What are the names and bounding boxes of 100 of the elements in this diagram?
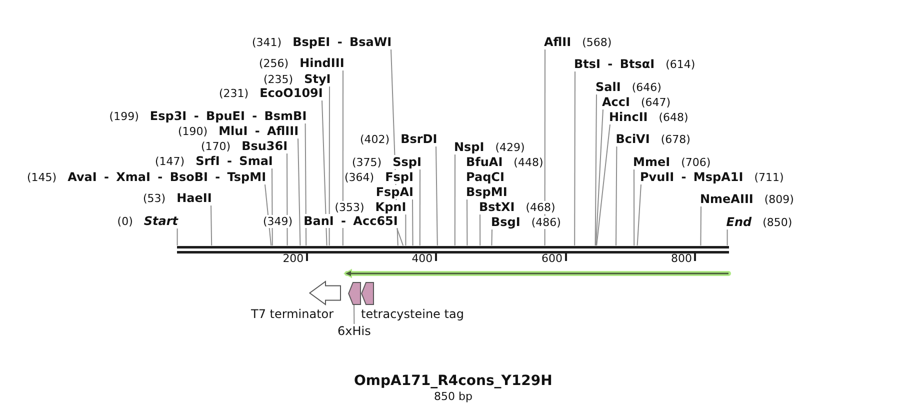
leader-line <box>354 304 355 324</box>
enzyme-name: BspEI - BsaWI <box>292 34 392 48</box>
leader-line <box>176 228 178 246</box>
leader-line <box>544 49 546 246</box>
leader-line <box>700 206 702 246</box>
site-position: (147) <box>155 154 185 168</box>
enzyme-name: SalI <box>596 80 621 94</box>
site-position: (486) <box>531 216 561 228</box>
scale-label: 600 <box>542 252 562 265</box>
site-position: (170) <box>201 140 231 152</box>
site-position: (468) <box>526 200 556 214</box>
scale-label: 800 <box>671 252 692 265</box>
site-position: (429) <box>495 140 525 154</box>
enzyme-name: BanI - Acc65I <box>304 214 398 228</box>
leader-line <box>272 168 273 246</box>
site-position: (256) <box>259 56 289 70</box>
enzyme-name: Esp3I - BpuEI - BsmBI <box>150 108 307 122</box>
enzyme-name: StyI <box>304 72 331 86</box>
enzyme-name: HindIII <box>300 56 344 70</box>
site-position: (706) <box>681 156 711 168</box>
map-title: OmpA171_R4cons_Y129H <box>354 373 552 389</box>
site-position: (647) <box>640 96 671 108</box>
enzyme-name: BfuAI <box>466 154 503 168</box>
map-end-label: End <box>726 214 752 228</box>
enzyme-name: SspI <box>392 154 422 168</box>
enzyme-name: AccI <box>602 94 630 108</box>
site-position: (353) <box>334 200 364 214</box>
leader-line <box>304 123 307 246</box>
leader-line <box>595 109 604 246</box>
enzyme-name: PaqCI <box>466 170 504 184</box>
site-position: (0) <box>117 214 133 228</box>
site-position: (614) <box>666 58 696 70</box>
enzyme-name: FspAI <box>376 184 414 198</box>
site-position: (199) <box>109 110 139 122</box>
enzyme-name: BsrDI <box>400 132 438 146</box>
leader-line <box>412 199 414 246</box>
map-end-label: Start <box>144 214 178 228</box>
enzyme-name: BtsI - BtsαI <box>574 56 655 70</box>
leader-line <box>436 146 438 246</box>
site-position: (809) <box>764 192 794 206</box>
enzyme-name: Bsu36I <box>242 138 288 152</box>
site-position: (364) <box>344 170 374 184</box>
enzyme-name: BciVI <box>616 132 650 146</box>
leader-line <box>298 138 301 246</box>
site-position: (231) <box>219 86 249 100</box>
leader-line <box>491 229 492 246</box>
leader-line <box>596 124 610 246</box>
leader-line <box>594 94 597 246</box>
leader-line <box>210 205 212 246</box>
enzyme-name: MmeI <box>633 154 670 168</box>
enzyme-name: AvaI - XmaI - BsoBI - TspMI <box>68 170 266 184</box>
enzyme-name: FspI <box>385 170 414 184</box>
enzyme-name: BspMI <box>466 184 508 198</box>
leader-line <box>726 229 728 246</box>
leader-line <box>264 184 272 246</box>
enzyme-name: MluI - AflIII <box>218 124 299 138</box>
leader-line <box>342 70 344 246</box>
site-position: (402) <box>360 132 390 146</box>
site-position: (648) <box>658 110 688 124</box>
enzyme-name: BsgI <box>491 214 520 228</box>
enzyme-name: AflII <box>544 34 572 48</box>
site-position: (568) <box>582 36 612 48</box>
leader-line <box>328 86 330 246</box>
site-position: (850) <box>762 216 792 228</box>
leader-line <box>396 228 404 246</box>
enzyme-name: KpnI <box>375 200 406 214</box>
leader-line <box>466 199 468 246</box>
leader-line <box>322 100 328 246</box>
enzyme-name: BstXI <box>479 200 515 214</box>
site-position: (349) <box>263 214 293 228</box>
enzyme-name: NmeAIII <box>700 192 754 206</box>
leader-line <box>616 146 618 246</box>
leader-line <box>286 153 288 246</box>
leader-line <box>454 154 456 246</box>
enzyme-name: HincII <box>609 110 648 124</box>
leader-line <box>636 184 642 246</box>
site-position: (53) <box>143 192 166 204</box>
sequence-length: 850 bp <box>434 390 472 402</box>
site-position: (646) <box>632 80 662 94</box>
leader-line <box>405 214 406 246</box>
feature-label: tetracysteine tag <box>361 307 464 321</box>
site-position: (711) <box>754 170 784 184</box>
scale-label: 400 <box>412 252 433 265</box>
leader-line <box>419 169 420 246</box>
site-position: (145) <box>27 170 57 184</box>
leader-line <box>574 71 576 246</box>
site-position: (375) <box>352 156 382 168</box>
leader-line <box>480 214 481 246</box>
site-position: (448) <box>514 156 544 168</box>
site-position: (341) <box>252 36 282 48</box>
site-position: (235) <box>264 72 294 86</box>
site-position: (190) <box>178 124 208 138</box>
enzyme-name: PvuII - MspA1I <box>640 170 744 184</box>
enzyme-name: HaeII <box>176 190 212 204</box>
site-position: (678) <box>660 132 690 146</box>
leader-line <box>634 169 635 246</box>
feature-label: T7 terminator <box>251 307 334 321</box>
feature-label: 6xHis <box>338 324 371 338</box>
enzyme-name: SrfI - SmaI <box>196 154 273 168</box>
scale-label: 200 <box>282 252 304 265</box>
